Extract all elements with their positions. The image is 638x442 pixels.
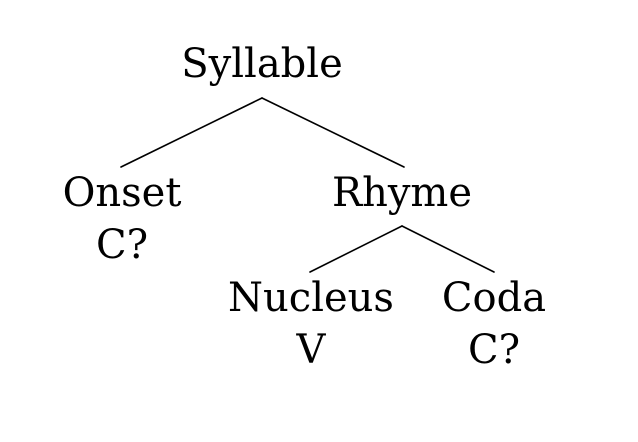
node-onset-value: C? xyxy=(96,222,148,268)
edge-rhyme-coda xyxy=(401,225,495,273)
node-coda-label: Coda xyxy=(442,275,546,321)
node-onset-label: Onset xyxy=(63,170,182,216)
edge-syllable-onset xyxy=(120,97,263,168)
edge-syllable-rhyme xyxy=(261,97,405,168)
node-nucleus-value: V xyxy=(296,327,327,373)
node-syllable-label: Syllable xyxy=(181,41,343,87)
node-rhyme-label: Rhyme xyxy=(332,170,472,216)
node-coda-value: C? xyxy=(468,327,520,373)
node-nucleus-label: Nucleus xyxy=(228,275,394,321)
edge-rhyme-nucleus xyxy=(309,225,403,273)
